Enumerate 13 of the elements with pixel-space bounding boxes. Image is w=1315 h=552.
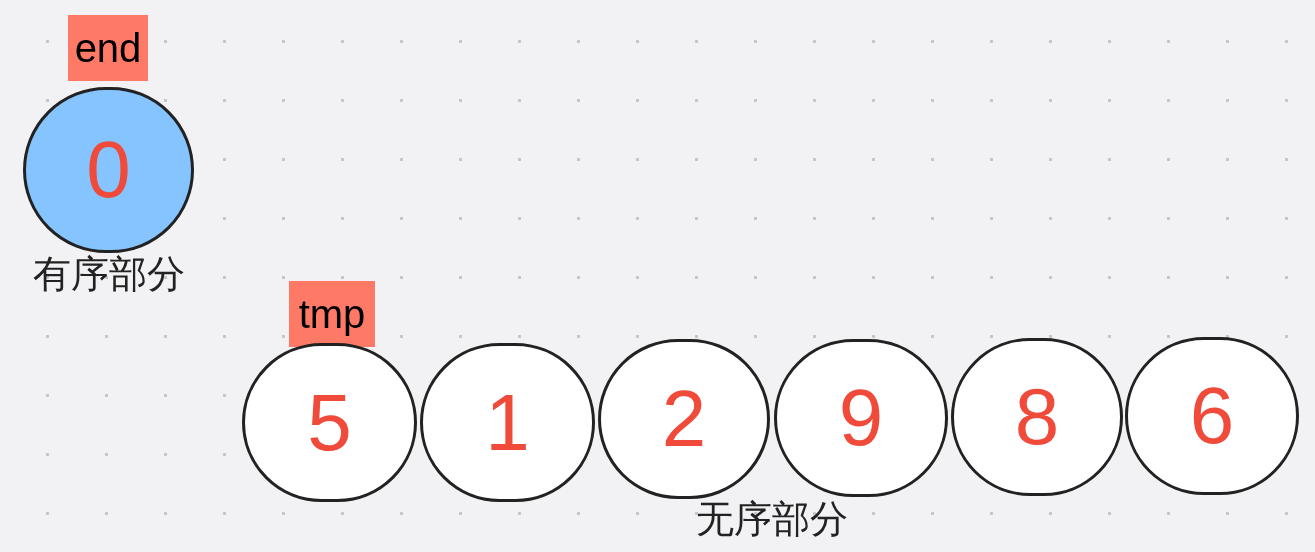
pointer-tag — [289, 281, 375, 347]
pointer-label: end — [74, 28, 142, 68]
number-label: 8 — [1014, 377, 1060, 457]
number-label: 2 — [661, 379, 707, 459]
number-label: 0 — [86, 130, 131, 210]
section-caption: 有序部分 — [32, 255, 185, 293]
number-label: 9 — [838, 378, 884, 458]
number-label: 5 — [307, 382, 352, 463]
pointer-tag — [68, 15, 148, 81]
pointer-label: tmp — [298, 294, 366, 334]
section-caption: 无序部分 — [696, 500, 848, 538]
number-label: 6 — [1189, 376, 1235, 456]
number-label: 1 — [485, 382, 530, 463]
